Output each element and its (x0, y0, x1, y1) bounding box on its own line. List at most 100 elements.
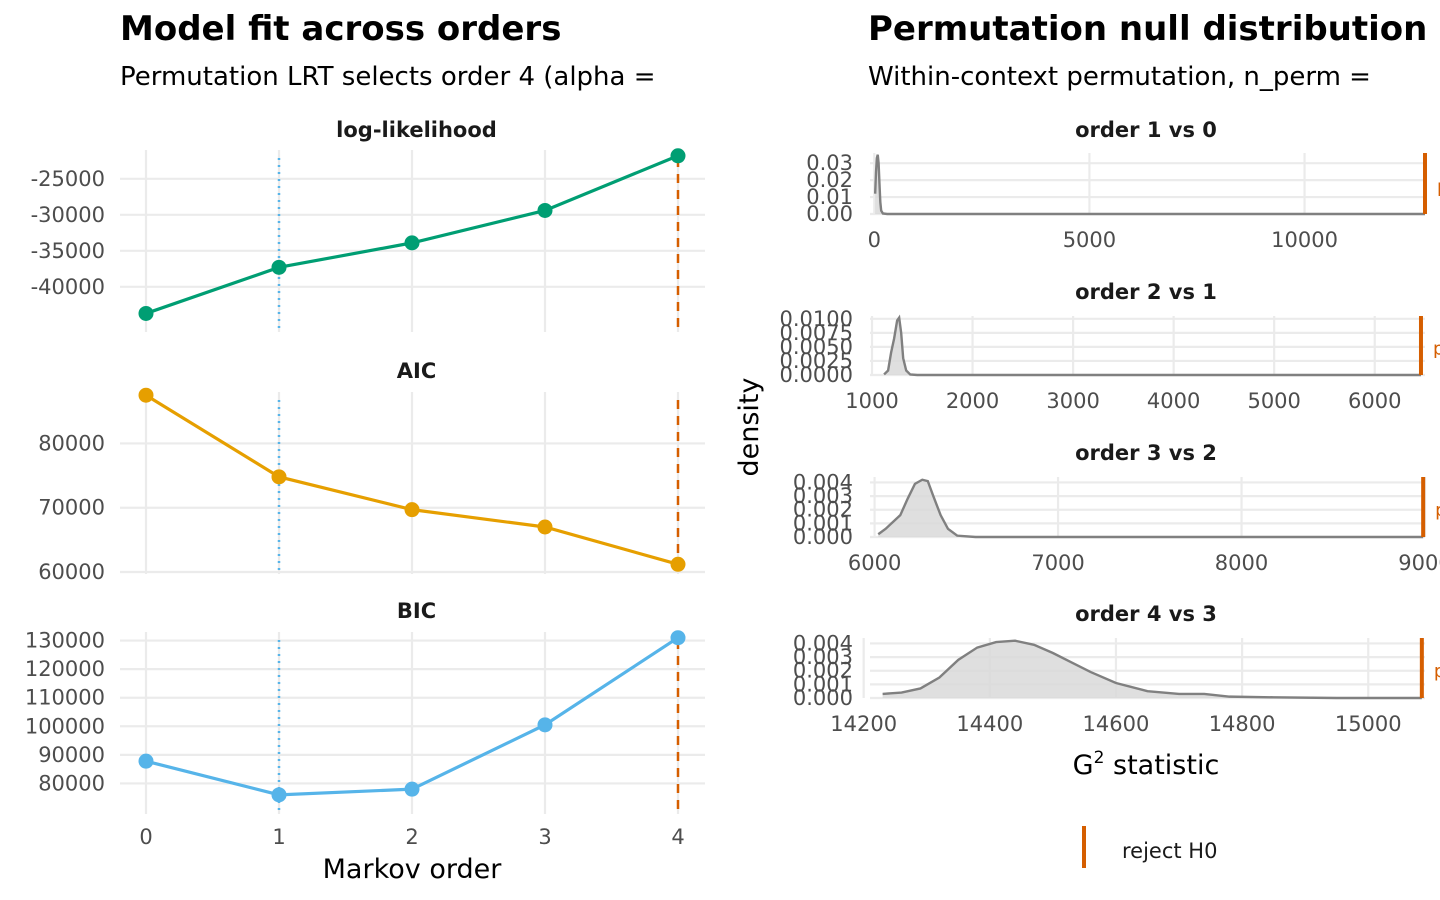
x-tick-label: 7000 (1031, 551, 1084, 575)
left-facets: log-likelihood-40000-35000-30000-25000AI… (25, 118, 705, 849)
y-tick-label: 0.002 (793, 498, 853, 522)
density-line (873, 154, 1425, 216)
density-area (882, 640, 1422, 698)
data-point (670, 148, 686, 164)
facet-bic: BIC 80000 90000 100000 110000 120000 130000 0 1 2… (25, 599, 705, 849)
density-line (883, 314, 1421, 377)
y-tick-label: -35000 (31, 239, 105, 263)
x-tick-label: 4 (671, 825, 684, 849)
facet-order-4-vs-3: order 4 vs 3 14200 14400 14600 14800 15000 0.0… (793, 602, 1440, 736)
y-tick-label: 0.001 (793, 511, 853, 535)
data-point (138, 387, 154, 403)
y-tick-label: 100000 (25, 714, 105, 738)
data-point (537, 717, 553, 733)
x-tick-label: 1000 (845, 389, 898, 413)
right-facets: order 1 vs 005000100000.000.010.020.03po… (780, 118, 1440, 736)
y-tick-label: 0.003 (793, 484, 853, 508)
facet-strip-label: order 1 vs 0 (1075, 118, 1217, 142)
y-tick-label: 70000 (38, 496, 105, 520)
facet-log-likelihood: log-likelihood-40000-35000-30000-25000 (31, 118, 705, 332)
p-value-label: p (1437, 177, 1440, 198)
facet-strip-label: order 4 vs 3 (1075, 602, 1217, 626)
x-tick-label: 10000 (1271, 228, 1338, 252)
x-tick-label: 9000 (1398, 551, 1440, 575)
y-tick-label: 0.0025 (780, 349, 853, 373)
left-plot-subtitle: Permutation LRT selects order 4 (alpha = (120, 62, 656, 92)
x-tick-label: 14200 (830, 712, 897, 736)
data-point (404, 781, 420, 797)
x-label-g: G (1073, 750, 1094, 781)
facet-strip-label: AIC (397, 359, 436, 383)
data-point (670, 556, 686, 572)
y-tick-label: 0.000 (793, 525, 853, 549)
y-tick-label: 0.000 (793, 686, 853, 710)
p-value-label: p (1434, 661, 1440, 682)
p-value-label: p (1435, 500, 1440, 521)
x-tick-label: 3000 (1046, 389, 1099, 413)
x-tick-label: 4000 (1147, 389, 1200, 413)
y-tick-label: 120000 (25, 657, 105, 681)
right-y-axis-label: density (734, 377, 765, 476)
facet-strip-label: order 3 vs 2 (1075, 441, 1217, 465)
data-point (138, 753, 154, 769)
facet-order-3-vs-2: order 3 vs 260007000800090000.0000.0010.… (793, 441, 1440, 575)
facet-strip-label: order 2 vs 1 (1075, 280, 1217, 304)
y-tick-label: 0.0075 (780, 321, 853, 345)
x-tick-label: 15000 (1335, 712, 1402, 736)
x-tick-label: 0 (868, 228, 881, 252)
x-tick-label: 0 (139, 825, 152, 849)
y-tick-label: 60000 (38, 560, 105, 584)
y-tick-label: 130000 (25, 629, 105, 653)
data-point (537, 202, 553, 218)
left-x-axis-label: Markov order (323, 854, 503, 885)
facet-strip-label: log-likelihood (336, 118, 497, 142)
y-tick-label: 0.02 (806, 168, 853, 192)
data-point (138, 305, 154, 321)
y-tick-label: 0.0100 (780, 307, 853, 331)
y-tick-label: 0.001 (793, 672, 853, 696)
x-tick-label: 6000 (848, 551, 901, 575)
left-plot-title: Model fit across orders (120, 9, 561, 49)
x-label-rest: statistic (1104, 750, 1219, 781)
x-tick-label: 1 (272, 825, 285, 849)
data-point (271, 259, 287, 275)
facet-strip-label: BIC (397, 599, 436, 623)
y-tick-label: 0.03 (806, 151, 853, 175)
y-tick-label: 110000 (25, 686, 105, 710)
data-point (404, 502, 420, 518)
y-tick-label: 0.002 (793, 659, 853, 683)
x-tick-label: 14800 (1209, 712, 1276, 736)
right-x-axis-label: G2 statistic (1073, 748, 1220, 781)
x-tick-label: 14600 (1083, 712, 1150, 736)
x-tick-label: 3 (538, 825, 551, 849)
y-tick-label: 0.00 (806, 202, 853, 226)
facet-order-1-vs-0: order 1 vs 0 0 5000 10000 0.000.010.020.03 p (806, 118, 1440, 252)
legend-label: reject H0 (1122, 839, 1217, 863)
y-tick-label: -30000 (31, 203, 105, 227)
data-point (670, 630, 686, 646)
x-tick-label: 14400 (956, 712, 1023, 736)
y-tick-label: 0.0050 (780, 335, 853, 359)
y-tick-label: 0.004 (793, 470, 853, 494)
right-plot-title: Permutation null distribution (868, 9, 1427, 49)
y-tick-label: 0.003 (793, 645, 853, 669)
density-line (877, 478, 1424, 539)
data-point (271, 469, 287, 485)
y-tick-label: 0.01 (806, 185, 853, 209)
facet-aic: AIC 60000 70000 80000 (38, 359, 705, 584)
p-value-label: p (1433, 339, 1440, 360)
x-tick-label: 5000 (1063, 228, 1116, 252)
density-line (882, 639, 1422, 700)
y-tick-label: 80000 (38, 431, 105, 455)
y-tick-label: 80000 (38, 771, 105, 795)
data-point (404, 235, 420, 251)
x-tick-label: 5000 (1247, 389, 1300, 413)
density-area (878, 479, 1424, 537)
y-tick-label: 90000 (38, 743, 105, 767)
x-tick-label: 6000 (1348, 389, 1401, 413)
legend: reject H0 (1082, 826, 1217, 868)
x-tick-label: 2 (405, 825, 418, 849)
data-point (537, 519, 553, 535)
